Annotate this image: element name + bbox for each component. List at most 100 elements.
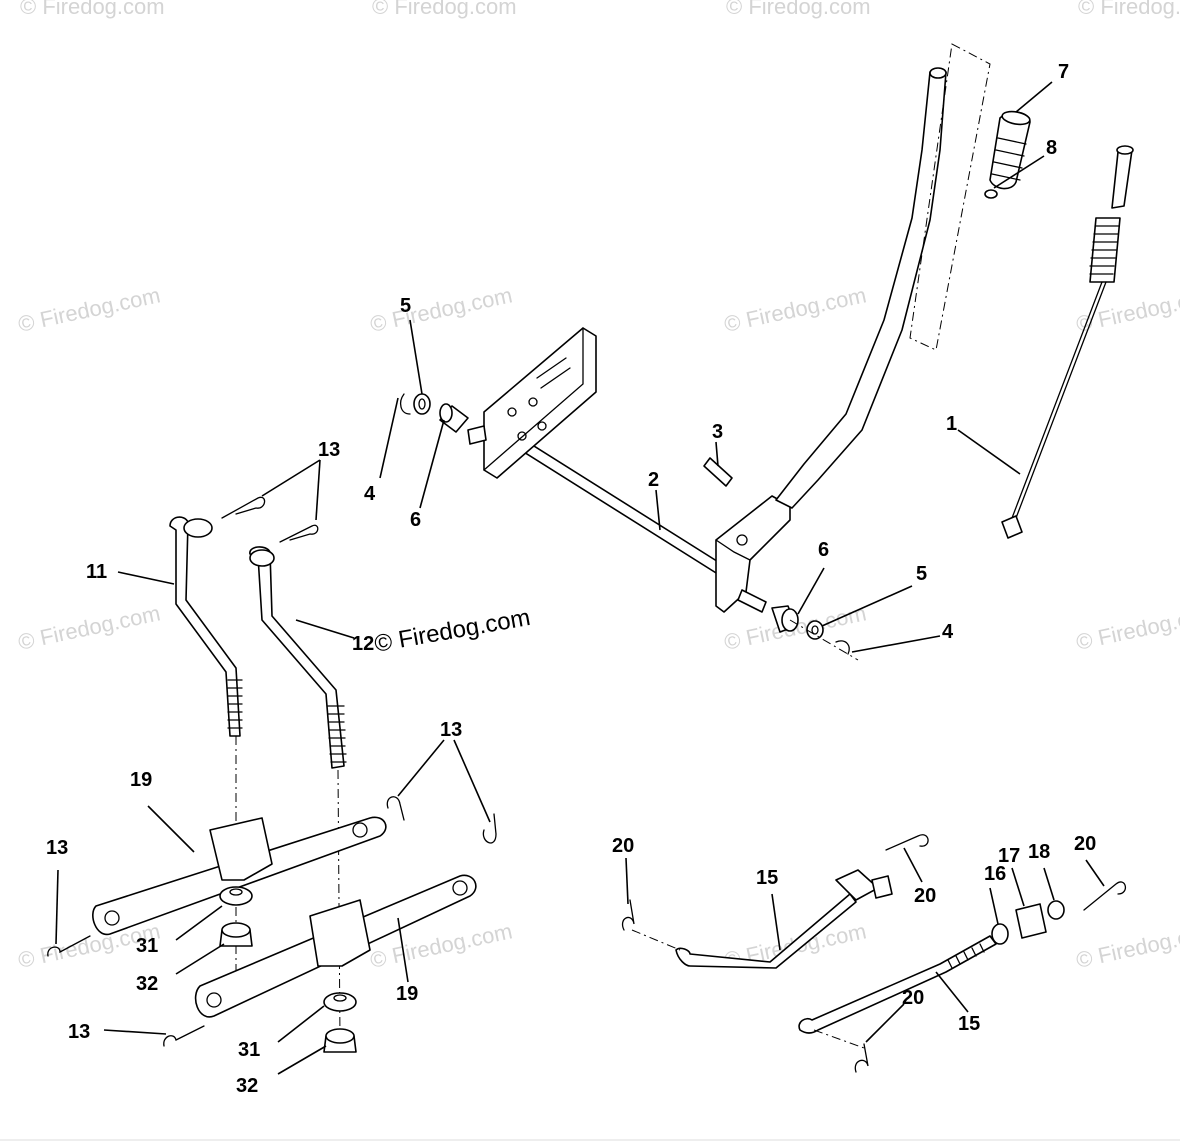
leader-13c (55, 869, 59, 945)
hair-pin (621, 899, 635, 931)
hair-pin (482, 813, 497, 844)
leader-19a (147, 805, 195, 853)
leader-32b (277, 1045, 327, 1075)
cable-wire (1011, 281, 1103, 519)
leader-13b (397, 739, 445, 797)
watermark: © Firedog.com (20, 0, 165, 19)
grip-insert (984, 189, 998, 199)
leader-20c (1085, 859, 1105, 887)
hair-pin (854, 1043, 869, 1073)
grip-ribs (991, 137, 1027, 181)
nut-32-face (221, 922, 251, 938)
callout-20: 20 (914, 885, 936, 907)
bracket-edge (715, 539, 751, 561)
leader-15a (771, 893, 781, 951)
cable-end (1001, 515, 1023, 539)
hair-pin (279, 524, 319, 543)
plate-slot (536, 357, 571, 389)
washer-hole (811, 625, 819, 635)
lever-top (929, 67, 947, 79)
callout-2: 2 (648, 469, 659, 491)
arm-hole (206, 992, 222, 1008)
arm-hole (452, 880, 468, 896)
bushing-face (439, 403, 453, 423)
arm-hole (104, 910, 120, 926)
lever-bracket (715, 495, 791, 613)
washer-31 (323, 992, 357, 1012)
leader-13a-2 (315, 459, 321, 521)
leader-6a (419, 419, 445, 509)
leader-4b (851, 635, 941, 653)
axis-line (813, 1029, 865, 1049)
e-clip (835, 640, 850, 655)
lift-arm-upper (92, 816, 387, 936)
nut-washer-lower (323, 992, 357, 1053)
adjust-rod-upper (631, 869, 893, 969)
callout-16: 16 (984, 863, 1006, 885)
plate-hole (528, 397, 538, 407)
nut-32-face (325, 1028, 355, 1044)
callout-13: 13 (318, 439, 340, 461)
callout-5: 5 (916, 563, 927, 585)
washer-hole (418, 398, 426, 410)
rod-12 (249, 546, 345, 769)
leader-20b (903, 847, 923, 883)
watermark: © Firedog.com (16, 600, 163, 655)
shaft-hardware-right (771, 605, 859, 661)
leader-18 (1043, 867, 1055, 901)
callout-11: 11 (86, 561, 107, 583)
callout-12: 12 (352, 633, 374, 655)
grip-outline (909, 43, 991, 351)
arm-hole (352, 822, 368, 838)
lift-shaft-assembly (467, 327, 791, 613)
hair-pin (885, 834, 929, 851)
axis-line (337, 769, 341, 1041)
cable-knob (1111, 149, 1133, 209)
leader-13a (261, 459, 321, 497)
link-rod-right (249, 546, 347, 1041)
leader-31a (175, 905, 223, 941)
callout-13: 13 (440, 719, 462, 741)
lift-lever (775, 43, 991, 509)
callout-4: 4 (942, 621, 954, 643)
plate-hole (507, 407, 517, 417)
e-clip (399, 393, 411, 415)
nut-washer-upper (219, 886, 253, 947)
leader-2 (655, 489, 661, 531)
rod-11 (169, 516, 241, 737)
callout-13: 13 (46, 837, 68, 859)
callout-31: 31 (238, 1039, 260, 1061)
leader-8 (993, 155, 1045, 189)
watermark: © Firedog.com (16, 282, 163, 337)
leader-3 (715, 441, 719, 467)
watermark-center: © Firedog.com (372, 604, 532, 658)
callout-20: 20 (612, 835, 634, 857)
roll-pin (703, 457, 733, 487)
callout-17: 17 (998, 845, 1020, 867)
spring-coils (1089, 225, 1120, 275)
handle-grip (984, 110, 1031, 199)
callout-15: 15 (958, 1013, 980, 1035)
washer-16 (991, 923, 1009, 945)
washer (806, 620, 824, 640)
leader-19b (397, 917, 409, 983)
link-rod-left (169, 516, 243, 1000)
plate-hole (517, 431, 527, 441)
callout-3: 3 (712, 421, 723, 443)
callout-7: 7 (1058, 61, 1069, 83)
watermark: © Firedog.com (722, 282, 869, 337)
watermark: © Firedog.com (726, 0, 871, 19)
callout-20: 20 (902, 987, 924, 1009)
plate-hole (537, 421, 547, 431)
watermark: © Firedog.com (368, 282, 515, 337)
leader-1 (957, 429, 1021, 475)
leader-20d (865, 1003, 905, 1043)
nut-18 (1047, 900, 1065, 920)
leader-12 (295, 619, 355, 639)
callout-1: 1 (946, 413, 957, 435)
rod-15-block (835, 869, 879, 901)
callout-4: 4 (364, 483, 376, 505)
bracket-hole (736, 534, 748, 546)
